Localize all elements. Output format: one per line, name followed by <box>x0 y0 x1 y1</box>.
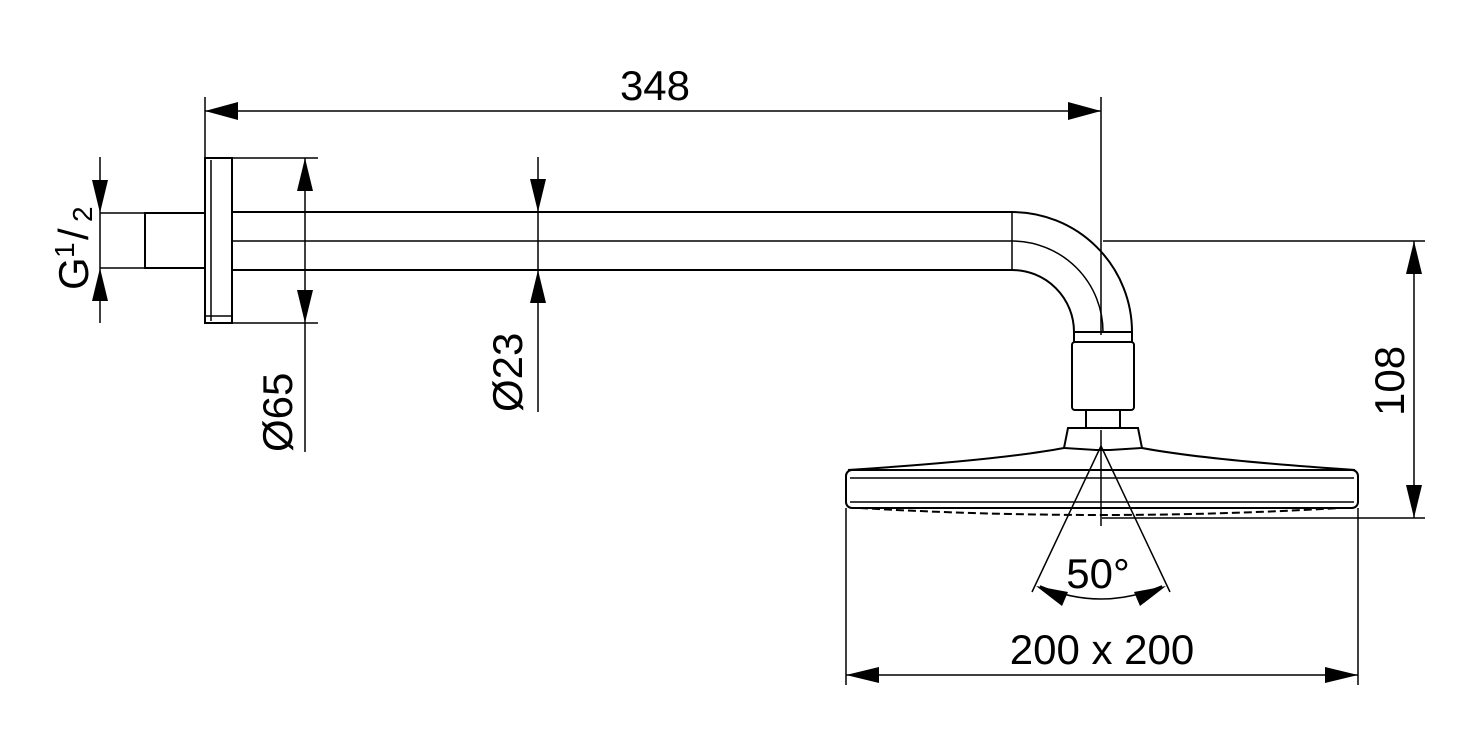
dimension-drop-height: 108 <box>1102 240 1425 519</box>
thread-numerator-label: 1 <box>49 242 80 258</box>
dimension-flange-diameter: Ø65 <box>232 157 318 452</box>
thread-prefix-label: G <box>50 257 97 290</box>
dimension-head-size: 200 x 200 <box>845 508 1359 685</box>
dimension-pipe-diameter: Ø23 <box>484 157 546 412</box>
wall-flange <box>144 157 233 324</box>
pipe-diameter-label: Ø23 <box>484 333 531 412</box>
arm-length-label: 348 <box>620 62 690 109</box>
head-size-label: 200 x 200 <box>1010 626 1195 673</box>
dimension-arm-length: 348 <box>204 62 1102 335</box>
shower-head <box>845 427 1359 516</box>
shower-arm-pipe <box>232 211 1133 333</box>
spray-angle-label: 50° <box>1066 550 1130 597</box>
thread-denominator-label: 2 <box>67 206 98 222</box>
dimension-thread: G 1 / 2 <box>49 157 145 323</box>
thread-slash-label: / <box>50 228 97 240</box>
flange-diameter-label: Ø65 <box>254 373 301 452</box>
ball-joint <box>1071 331 1135 429</box>
dimension-spray-angle: 50° <box>1031 430 1171 606</box>
drop-height-label: 108 <box>1366 346 1413 416</box>
